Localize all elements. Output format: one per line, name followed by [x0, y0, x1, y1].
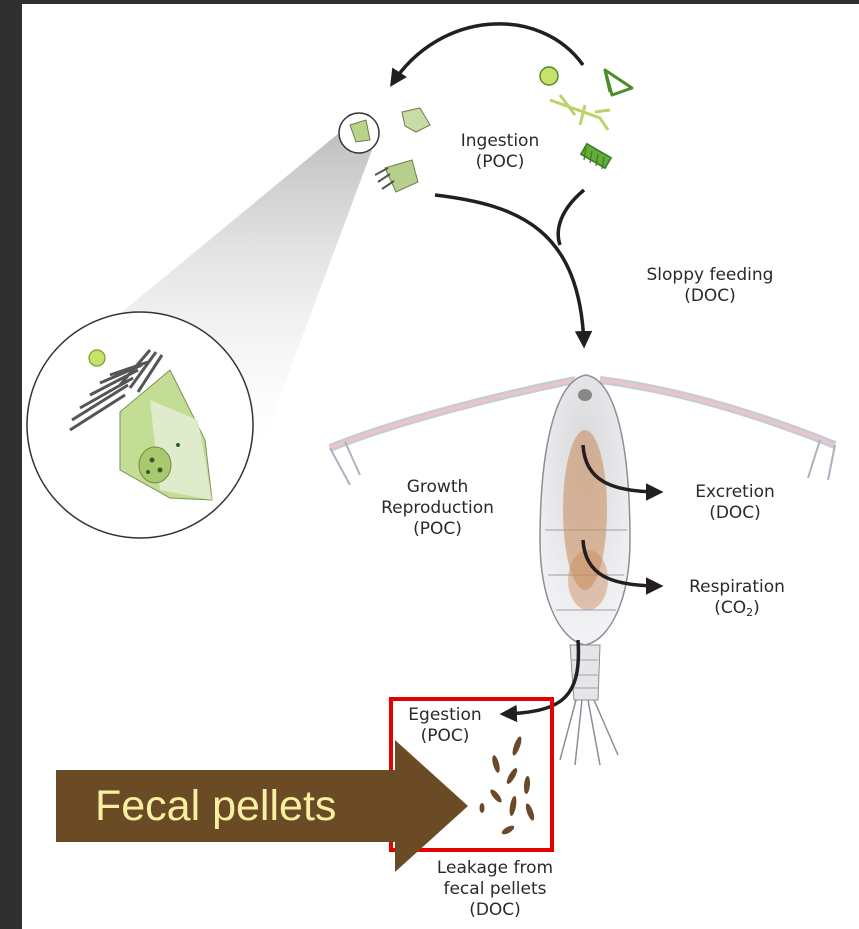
fecal-pellets-callout: Fecal pellets: [95, 780, 336, 832]
